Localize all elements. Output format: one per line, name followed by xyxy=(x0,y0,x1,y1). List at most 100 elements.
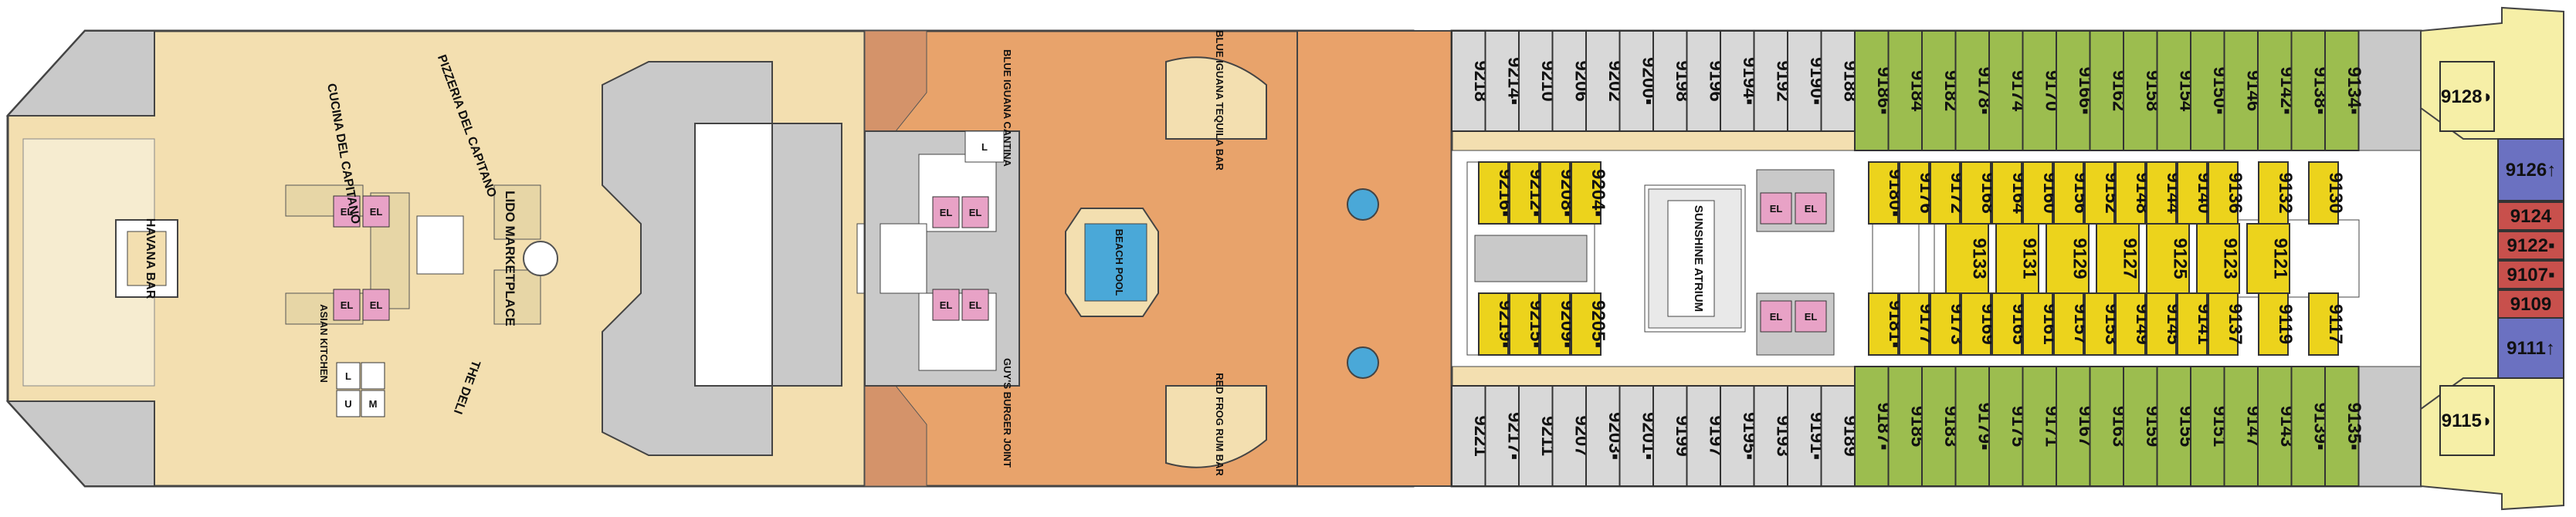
label-blue-iguana-tequila-bar: BLUE IGUANA TEQUILA BAR xyxy=(1214,30,1225,171)
cabin[interactable]: 9192 xyxy=(1753,30,1794,132)
bow-cabin[interactable]: 9122▪ xyxy=(2497,231,2564,260)
cabin-number: 9137 xyxy=(2225,303,2246,344)
cabin[interactable]: 9210 xyxy=(1518,30,1558,132)
bow-cabin-number: 9111↑ xyxy=(2507,338,2555,359)
cabin-number: 9125 xyxy=(2170,238,2191,279)
cabin[interactable]: 9182 xyxy=(1921,30,1961,151)
cabin[interactable]: 9193 xyxy=(1753,385,1794,487)
cabin[interactable]: 9197 xyxy=(1686,385,1727,487)
elevator-marker: EL xyxy=(1805,311,1818,323)
cabin[interactable]: 9133 xyxy=(1945,223,1990,294)
elevator-marker: EL xyxy=(341,299,354,311)
cabin[interactable]: 9132 xyxy=(2258,161,2296,225)
elevator-marker: EL xyxy=(1770,203,1783,215)
lift-marker-l: L xyxy=(981,141,988,153)
bow-cabin-number: 9109 xyxy=(2510,294,2551,315)
cabin[interactable]: 9131 xyxy=(1995,223,2040,294)
bow-cabin-number: 9126↑ xyxy=(2506,160,2556,181)
elevator-marker: EL xyxy=(1805,203,1818,215)
elevator-marker: EL xyxy=(370,206,383,218)
bow-cabin[interactable]: 9126↑ xyxy=(2497,138,2564,201)
bow-cabin[interactable]: 9109 xyxy=(2497,289,2564,319)
bow-cabin-number: 9107▪ xyxy=(2507,265,2555,286)
cabin-number: 9131 xyxy=(2019,238,2040,279)
cabin[interactable]: 9163 xyxy=(2089,366,2130,487)
cabin[interactable]: 9201▪ xyxy=(1618,385,1659,487)
cabin[interactable]: 9135▪ xyxy=(2324,366,2364,487)
bow-cabin[interactable]: 9111↑ xyxy=(2497,317,2564,379)
lift-marker-l: L xyxy=(345,370,351,382)
cabin-number: 9132 xyxy=(2275,172,2296,213)
cabin[interactable]: 9129 xyxy=(2046,223,2090,294)
label-red-frog-rum-bar: RED FROG RUM BAR xyxy=(1214,373,1225,476)
cabin-number: 9136 xyxy=(2225,172,2246,213)
bow-cabin[interactable]: 9128◗ xyxy=(2439,61,2495,132)
cabin-number: 9121 xyxy=(2270,238,2291,279)
label-beach-pool: BEACH POOL xyxy=(1113,229,1125,296)
bow-cabin-number: 9115◗ xyxy=(2442,411,2493,431)
cabin-number: 9123 xyxy=(2220,238,2241,279)
cabin[interactable]: 9196 xyxy=(1686,30,1727,132)
cabin[interactable]: 9211 xyxy=(1518,385,1558,487)
label-blue-iguana-cantina: BLUE IGUANA CANTINA xyxy=(1002,49,1013,167)
label-asian-kitchen: ASIAN KITCHEN xyxy=(318,304,330,383)
cabin-number: 9119 xyxy=(2275,304,2296,344)
cabin[interactable]: 9189 xyxy=(1820,385,1861,487)
elevator-marker: EL xyxy=(1770,311,1783,323)
bow-cabin[interactable]: 9124 xyxy=(2497,201,2564,231)
label-sunshine-atrium: SUNSHINE ATRIUM xyxy=(1692,205,1705,312)
cabin-number: 9127 xyxy=(2120,238,2140,279)
elevator-marker: EL xyxy=(940,207,953,218)
cabin-number: 9133 xyxy=(1969,238,1990,279)
bow-cabin-number: 9128◗ xyxy=(2441,86,2493,107)
pool-deck xyxy=(863,29,1452,488)
bow-cabin[interactable]: 9115◗ xyxy=(2439,385,2495,456)
bow-cabin[interactable]: 9107▪ xyxy=(2497,260,2564,289)
cabin[interactable]: 9167 xyxy=(2056,366,2096,487)
cabin[interactable]: 9200▪ xyxy=(1618,30,1659,132)
cabin[interactable]: 9130 xyxy=(2308,161,2346,225)
cabin[interactable]: 9148 xyxy=(2115,161,2153,225)
cabin[interactable]: 9181▪ xyxy=(1868,292,1906,356)
cabin[interactable]: 9214▪ xyxy=(1484,30,1525,132)
cabin[interactable]: 9170 xyxy=(2022,30,2062,151)
cabin[interactable]: 9121 xyxy=(2246,223,2291,294)
lift-marker-u: U xyxy=(344,398,351,410)
cabin-number: 9134▪ xyxy=(2344,67,2364,115)
label-havana-bar: HAVANA BAR xyxy=(144,218,157,299)
cabin[interactable]: 9140 xyxy=(2177,161,2215,225)
elevator-marker: EL xyxy=(370,299,383,311)
cabin[interactable]: 9160 xyxy=(2022,161,2060,225)
cabin[interactable]: 9136 xyxy=(2208,161,2246,225)
cabin[interactable]: 9166▪ xyxy=(2056,30,2096,151)
cabin[interactable]: 9205▪ xyxy=(1571,292,1608,356)
cabin[interactable]: 9177 xyxy=(1899,292,1937,356)
cabin[interactable]: 9202 xyxy=(1585,30,1625,132)
aft-section xyxy=(5,29,912,488)
cabin[interactable]: 9141 xyxy=(2177,292,2215,356)
cabin[interactable]: 9209▪ xyxy=(1540,292,1578,356)
cabin[interactable]: 9127 xyxy=(2096,223,2140,294)
cabin[interactable]: 9134▪ xyxy=(2324,30,2364,151)
cabin-number: 9204▪ xyxy=(1588,169,1608,217)
cabin-number: 9130 xyxy=(2325,172,2346,213)
cabin-number: 9129 xyxy=(2069,238,2090,279)
cabin-number: 9135▪ xyxy=(2344,403,2364,451)
cabin[interactable]: 9185 xyxy=(1887,366,1928,487)
cabin[interactable]: 9204▪ xyxy=(1571,161,1608,225)
bow-cabin-number: 9124 xyxy=(2510,206,2552,227)
elevator-marker: EL xyxy=(341,206,354,218)
cabin[interactable]: 9123 xyxy=(2196,223,2241,294)
cabin[interactable]: 9117 xyxy=(2308,292,2346,356)
cabin[interactable]: 9199 xyxy=(1652,385,1693,487)
label-lido-marketplace: LIDO MARKETPLACE xyxy=(503,191,517,326)
cabin[interactable]: 9164 xyxy=(1991,161,2029,225)
cabin[interactable]: 9125 xyxy=(2146,223,2191,294)
elevator-marker: EL xyxy=(969,299,982,311)
cabin[interactable]: 9195▪ xyxy=(1720,385,1760,487)
elevator-marker: EL xyxy=(969,207,982,218)
cabin[interactable]: 9178▪ xyxy=(1954,30,1995,151)
cabin-number: 9117 xyxy=(2325,304,2346,344)
